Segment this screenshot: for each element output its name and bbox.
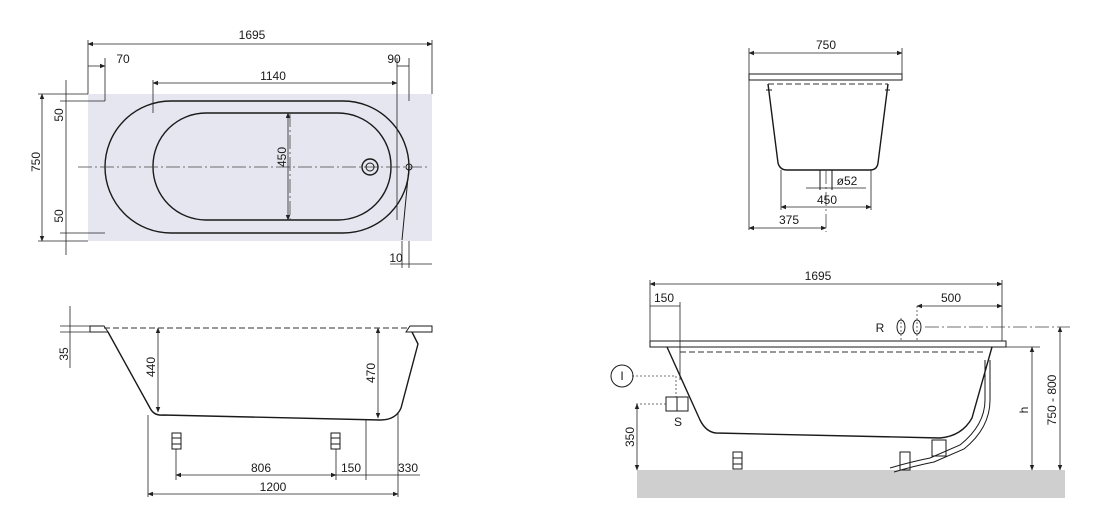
floor — [637, 470, 1065, 498]
front-support-length: 1200 — [260, 480, 287, 494]
install-floor-height: 350 — [623, 427, 637, 447]
drain-hole-top — [361, 158, 379, 176]
end-drain-width: 450 — [817, 193, 837, 207]
front-feet-spacing: 806 — [251, 461, 271, 475]
front-rim-height: 35 — [57, 347, 71, 361]
end-overall-width: 750 — [816, 38, 836, 52]
front-left-depth: 440 — [144, 357, 158, 377]
install-outlet-label: S — [674, 415, 682, 429]
top-overall-width: 750 — [29, 152, 43, 172]
inlet-marker-circle — [610, 364, 634, 388]
rim-right — [405, 325, 433, 333]
front-right-depth: 470 — [364, 363, 378, 383]
top-inner-length: 1140 — [260, 69, 286, 83]
foot-left — [171, 432, 182, 450]
top-left-offset: 70 — [116, 52, 130, 66]
end-rim — [748, 73, 903, 81]
install-tap-offset: 500 — [941, 291, 961, 305]
front-right-foot-offset: 150 — [341, 461, 361, 475]
tub-profile-installed — [666, 346, 993, 439]
rim-installed — [649, 340, 1007, 348]
end-drain-diameter: ø52 — [837, 174, 858, 188]
rim-left — [89, 325, 109, 333]
drain-pipe — [889, 360, 986, 469]
front-right-end-offset: 330 — [398, 461, 418, 475]
install-tap-label: R — [876, 321, 885, 335]
end-drain-offset: 375 — [779, 213, 799, 227]
install-left-offset: 150 — [654, 291, 674, 305]
foot-right — [330, 432, 341, 450]
tub-outline-top — [88, 94, 432, 241]
top-inner-width: 450 — [275, 147, 289, 167]
top-drain-offset: 10 — [389, 251, 403, 265]
tub-profile-front — [107, 331, 419, 421]
top-view: 1695 70 90 1140 750 450 50 50 10 — [29, 28, 433, 268]
install-overall-length: 1695 — [805, 269, 832, 283]
tap-holes — [896, 306, 922, 341]
installation-view: I 1695 150 500 R S h 750 - 800 350 — [610, 269, 1070, 498]
inlet-marker: I — [620, 369, 623, 383]
install-height-range: 750 - 800 — [1045, 374, 1059, 425]
top-right-offset: 90 — [387, 52, 401, 66]
top-overall-length: 1695 — [239, 28, 266, 42]
foot-installed — [732, 451, 743, 470]
install-height-label: h — [1017, 407, 1031, 414]
end-profile — [767, 83, 889, 171]
top-rim-bottom: 50 — [52, 209, 66, 223]
front-view: 35 440 470 806 150 330 1200 — [57, 306, 433, 497]
basin-inner — [152, 112, 392, 221]
end-view: 750 ø52 450 375 — [748, 38, 903, 232]
top-rim-top: 50 — [52, 108, 66, 122]
